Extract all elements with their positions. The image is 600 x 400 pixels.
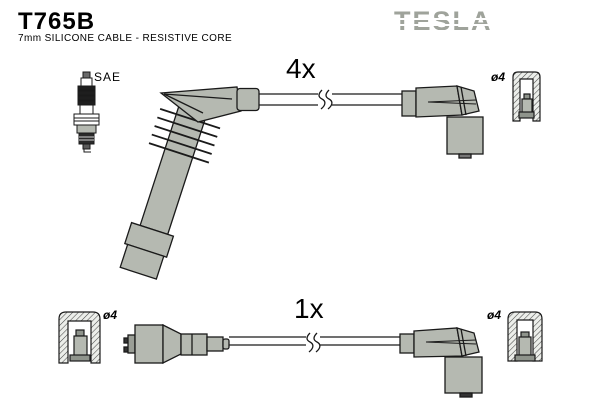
sae-label: SAE xyxy=(94,70,122,84)
coil-boot xyxy=(119,99,221,280)
cable-break-icon xyxy=(325,89,333,110)
logo-stripe xyxy=(394,30,504,32)
angle-boot xyxy=(399,327,483,398)
bottom-left-diameter-label: ø4 xyxy=(103,308,118,322)
ignition-wire xyxy=(259,89,403,110)
terminal-cup-icon xyxy=(507,311,543,362)
top-cable-drawing xyxy=(119,85,484,280)
top-right-diameter-label: ø4 xyxy=(491,70,506,84)
cable-break-icon xyxy=(318,89,326,110)
straight-boot xyxy=(123,323,230,365)
tesla-logo: TESLA xyxy=(394,6,504,36)
cable-break-icon xyxy=(313,332,321,353)
logo-stripe xyxy=(394,24,504,26)
boot-elbow xyxy=(159,86,242,123)
part-number: T765B xyxy=(18,8,96,35)
bottom-cable-drawing xyxy=(123,323,483,398)
spark-plug-icon xyxy=(73,71,100,153)
angle-boot xyxy=(401,85,484,159)
top-quantity-label: 4x xyxy=(286,53,316,84)
ignition-wire xyxy=(229,332,400,353)
terminal-cup-icon xyxy=(512,71,541,122)
cable-break-icon xyxy=(306,332,314,353)
bottom-right-diameter-label: ø4 xyxy=(487,308,502,322)
logo-stripe xyxy=(394,18,504,20)
cable-spec-subtitle: 7mm SILICONE CABLE - RESISTIVE CORE xyxy=(18,33,233,44)
terminal-cup-icon xyxy=(58,311,101,364)
bottom-quantity-label: 1x xyxy=(294,293,324,324)
